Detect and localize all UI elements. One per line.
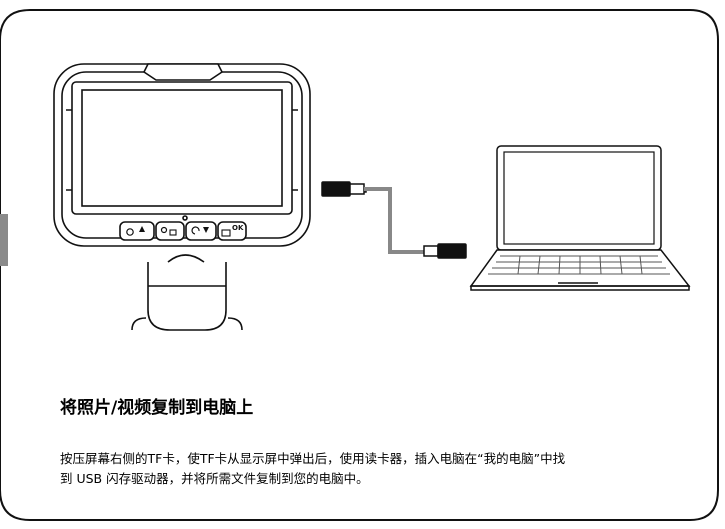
rotate-icon — [191, 226, 200, 235]
page-title: 将照片/视频复制到电脑上 — [60, 398, 254, 418]
ok-label: OK — [232, 224, 244, 232]
device-stand — [147, 262, 227, 331]
usb-plug-left — [321, 181, 351, 197]
device-screen-bezel — [71, 81, 293, 215]
laptop-illustration — [469, 145, 691, 291]
up-triangle-icon — [139, 226, 145, 232]
laptop-keyboard — [488, 255, 670, 275]
usb-plug-right — [437, 243, 467, 259]
usb-cable — [321, 181, 467, 259]
panel-border — [0, 9, 719, 521]
instruction-text: 按压屏幕右侧的TF卡，使TF卡从显示屏中弹出后，使用读卡器，插入电脑在“我的电脑… — [60, 449, 710, 489]
device-illustration — [53, 63, 311, 331]
zoom-icon — [126, 228, 134, 236]
device-button-rotate — [185, 221, 217, 241]
laptop-screen — [496, 145, 662, 251]
device-screen — [81, 89, 283, 207]
photo-icon — [221, 229, 231, 237]
edge-tab — [0, 214, 8, 266]
instruction-line-1: 按压屏幕右侧的TF卡，使TF卡从显示屏中弹出后，使用读卡器，插入电脑在“我的电脑… — [60, 451, 566, 466]
device-button-zoom — [119, 221, 155, 241]
device-top-tab — [142, 63, 224, 81]
instruction-line-2: 到 USB 闪存驱动器，并将所需文件复制到您的电脑中。 — [60, 471, 369, 486]
down-triangle-icon — [203, 227, 209, 233]
settings-icon — [160, 226, 168, 234]
